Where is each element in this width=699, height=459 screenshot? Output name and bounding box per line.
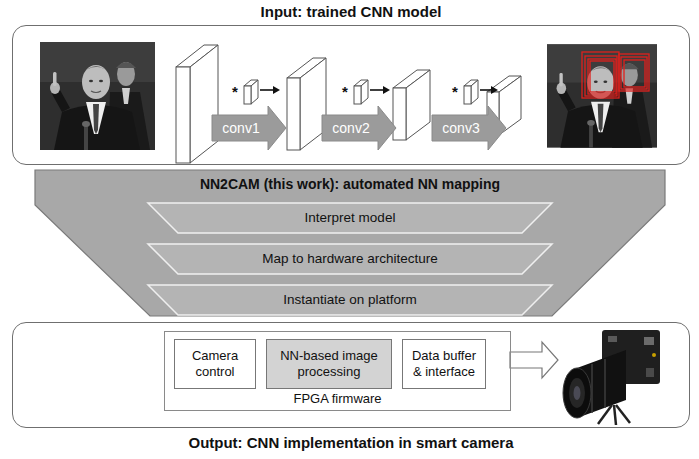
smart-camera — [563, 330, 660, 425]
input-panel: Input: trained CNN model — [12, 25, 690, 165]
process-band: Instantiate on platform — [148, 284, 552, 316]
process-band: Map to hardware architecture — [148, 243, 552, 275]
input-photo — [40, 42, 155, 150]
node-text: NN2CAM (this work): automated NN mapping — [35, 176, 665, 192]
node-text: Instantiate on platform — [283, 292, 417, 307]
node-text: Output: CNN implementation in smart came… — [13, 434, 689, 451]
kernels — [244, 80, 478, 104]
conv-arrows — [212, 106, 506, 150]
output-photo — [547, 44, 657, 147]
layer-label: conv1 — [222, 120, 259, 136]
outline-polygon — [148, 244, 552, 274]
process-band: Interpret model — [148, 202, 552, 234]
mapping-stage: NN2CAM (this work): automated NN mapping… — [35, 170, 665, 318]
layer-label: conv2 — [332, 120, 369, 136]
detection-boxes — [582, 52, 649, 98]
convolution-symbol: * — [342, 83, 348, 100]
node-text: Camera control — [179, 348, 251, 379]
fpga-box: FPGA firmware Camera control NN-based imag… — [164, 331, 511, 411]
output-panel: Output: CNN implementation in smart came… — [12, 322, 690, 428]
outline-polygon — [148, 285, 552, 315]
convolution-symbol-holder: * — [448, 82, 462, 100]
convolution-symbol-holder: * — [338, 82, 352, 100]
layer-label-holder: conv2 — [322, 115, 380, 141]
node-text: Interpret model — [305, 210, 396, 225]
convolution-symbol: * — [232, 83, 238, 100]
process-box: Data buffer & interface — [402, 339, 486, 389]
kernel-arrows — [260, 86, 498, 94]
convolution-symbol: * — [452, 83, 458, 100]
convolution-symbol-holder: * — [228, 82, 242, 100]
feature-maps — [176, 45, 521, 163]
node-text: FPGA firmware — [165, 391, 510, 406]
node-text: Input: trained CNN model — [13, 3, 689, 20]
process-box: Camera control — [174, 339, 256, 389]
layer-label-holder: conv3 — [432, 115, 490, 141]
layer-label-holder: conv1 — [212, 115, 270, 141]
outline-polygon — [148, 203, 552, 233]
node-text: NN-based image processing — [271, 348, 387, 379]
node-text: Data buffer & interface — [407, 348, 481, 379]
output-arrow — [510, 342, 558, 378]
process-box: NN-based image processing — [266, 339, 392, 389]
layer-label: conv3 — [442, 120, 479, 136]
node-text: Map to hardware architecture — [262, 251, 438, 266]
outline-polygon — [35, 170, 665, 316]
